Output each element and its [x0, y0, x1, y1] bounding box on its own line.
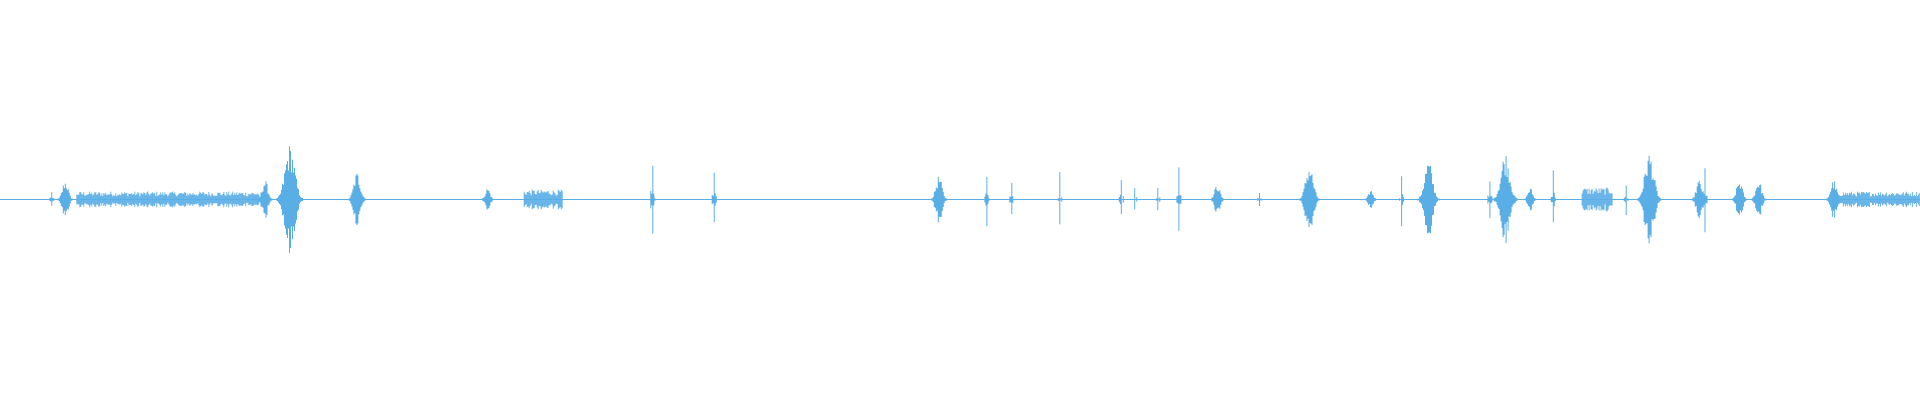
waveform-burst: [1209, 187, 1225, 212]
waveform-spike: [650, 165, 656, 234]
waveform-burst: [929, 176, 948, 223]
waveform-burst: [276, 146, 303, 253]
waveform-spike: [1399, 176, 1405, 227]
waveform-burst: [1298, 171, 1320, 228]
waveform-burst: [1417, 165, 1440, 234]
waveform-spike: [711, 172, 717, 223]
waveform-spike: [1702, 168, 1708, 233]
waveform-burst: [56, 183, 74, 216]
waveform-spike: [1176, 167, 1182, 231]
waveform-spike: [1257, 193, 1262, 206]
waveform-spike: [1133, 188, 1138, 210]
waveform-burst: [1363, 191, 1378, 208]
waveform-burst: [1636, 155, 1662, 244]
waveform-spike: [1057, 172, 1063, 225]
waveform-spike: [1623, 185, 1629, 215]
waveform-noise-band: [1836, 191, 1920, 208]
waveform-spike: [49, 192, 55, 206]
waveform-burst: [1750, 184, 1768, 215]
waveform-burst: [1522, 188, 1537, 211]
waveform-burst: [347, 174, 367, 225]
waveform-noise-band: [523, 189, 563, 210]
waveform-spike: [1155, 187, 1161, 211]
waveform-burst: [1492, 156, 1518, 243]
waveform-spike: [1487, 181, 1493, 219]
waveform-bursts: [49, 146, 1920, 253]
waveform-spike: [1550, 170, 1556, 223]
waveform-burst: [480, 189, 495, 210]
waveform-spike: [1009, 182, 1015, 214]
waveform-noise-band: [1581, 187, 1613, 212]
waveform-burst: [1731, 184, 1748, 215]
waveform-burst: [256, 181, 274, 218]
waveform-spike: [1118, 180, 1124, 215]
waveform-spike: [984, 177, 990, 227]
waveform-noise-band: [76, 191, 260, 208]
